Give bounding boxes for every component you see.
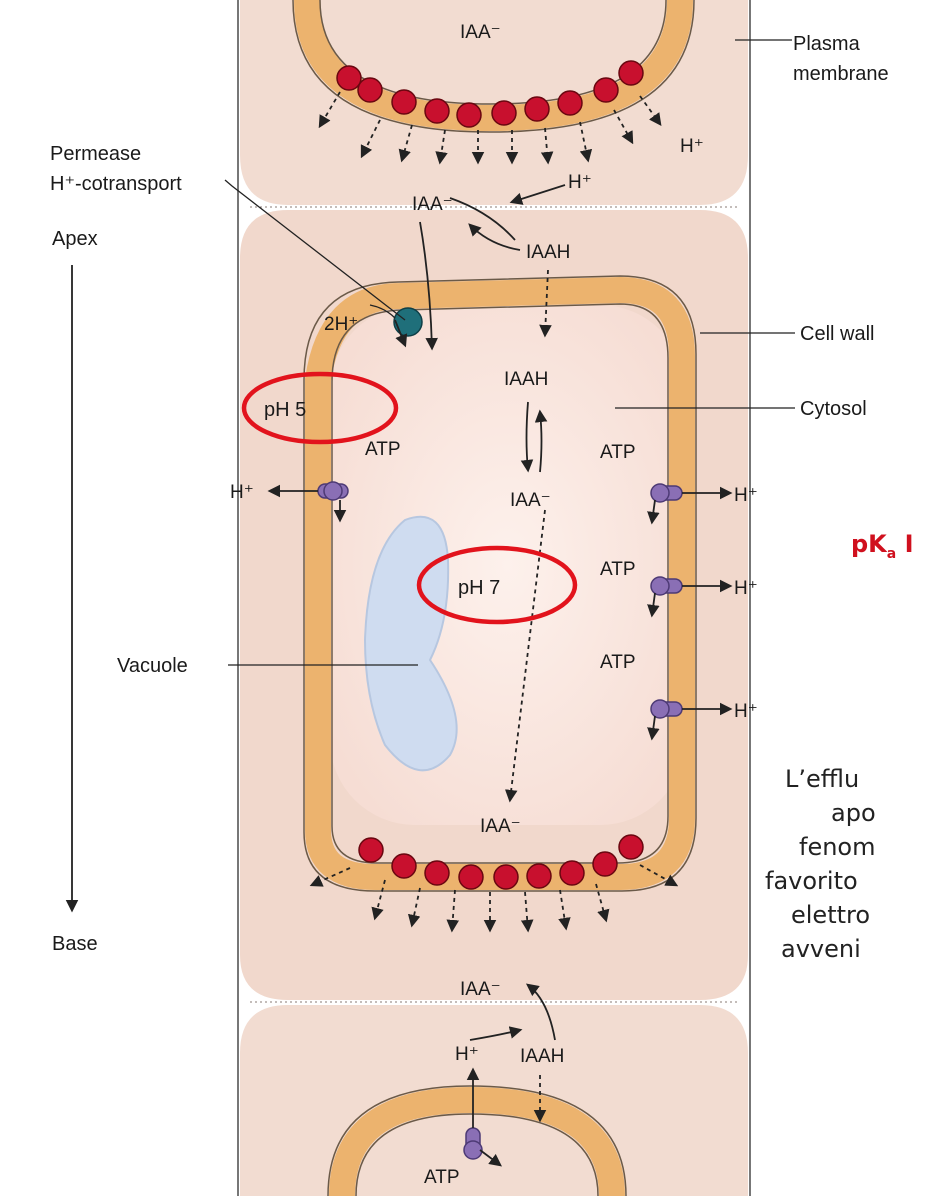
pka-subscript: a [887, 546, 896, 562]
atp-left: ATP [365, 439, 401, 460]
iaa-lower-junction: IAA⁻ [460, 979, 501, 1000]
note-line: avveni [765, 932, 950, 966]
h-plus-upper-junction: H⁺ [568, 172, 592, 193]
cytosol-label: Cytosol [800, 398, 867, 420]
iaa-cytosol: IAA⁻ [510, 490, 551, 511]
pka-rest: I [896, 530, 913, 558]
side-note: L’efflu apo fenom favorito elettro avven… [765, 762, 950, 966]
atp-bottom: ATP [424, 1167, 460, 1188]
plasma-membrane-label-1: Plasma [793, 33, 861, 55]
h-plus-right-1: H⁺ [734, 485, 758, 506]
note-line: L’efflu [765, 762, 950, 796]
note-line: elettro [765, 898, 950, 932]
iaah-upper-junction: IAAH [526, 242, 570, 263]
atp-right-2: ATP [600, 559, 636, 580]
h-plus-right-3: H⁺ [734, 701, 758, 722]
base-label: Base [52, 933, 98, 955]
two-h-plus: 2H⁺ [324, 314, 358, 335]
iaa-top: IAA⁻ [460, 22, 501, 43]
permease-transporter [394, 308, 422, 336]
atp-right-3: ATP [600, 652, 636, 673]
ph7-label: pH 7 [458, 577, 500, 599]
note-line: favorito [765, 864, 950, 898]
h-plus-top-right: H⁺ [680, 136, 704, 157]
iaah-bottom: IAAH [520, 1046, 564, 1067]
note-line: fenom [765, 830, 950, 864]
iaah-cytosol: IAAH [504, 369, 548, 390]
ph5-label: pH 5 [264, 399, 306, 421]
h-plus-bottom: H⁺ [455, 1044, 479, 1065]
apex-label: Apex [52, 228, 98, 250]
iaa-lower-cytosol: IAA⁻ [480, 816, 521, 837]
plasma-membrane-label-2: membrane [793, 63, 889, 85]
pka-annotation: pKa I [851, 530, 914, 562]
h-plus-right-2: H⁺ [734, 578, 758, 599]
iaa-upper-junction: IAA⁻ [412, 194, 453, 215]
vacuole-label: Vacuole [117, 655, 188, 677]
cell-wall-label: Cell wall [800, 323, 874, 345]
permease-label-2: H⁺-cotransport [50, 173, 182, 195]
atp-right-1: ATP [600, 442, 636, 463]
h-plus-left: H⁺ [230, 482, 254, 503]
note-line: apo [765, 796, 950, 830]
permease-label-1: Permease [50, 143, 141, 165]
pka-prefix: pK [851, 530, 887, 558]
